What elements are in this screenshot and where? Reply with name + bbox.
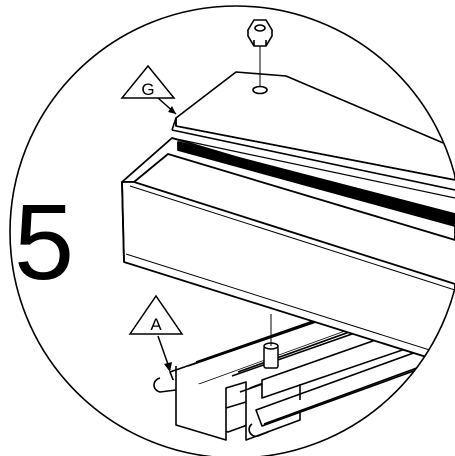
detail-view bbox=[121, 71, 455, 441]
square-beam bbox=[121, 137, 455, 367]
callout-a: A bbox=[128, 294, 184, 372]
bolt-icon bbox=[263, 314, 279, 369]
callout-letter-g: G bbox=[141, 80, 154, 99]
callout-letter-a: A bbox=[150, 315, 162, 334]
callout-triangle bbox=[120, 64, 176, 99]
step-number: 5 bbox=[14, 181, 75, 302]
arrowhead bbox=[168, 106, 176, 114]
top-plate bbox=[171, 71, 455, 191]
callout-g: G bbox=[120, 64, 177, 115]
hex-nut-icon bbox=[247, 19, 273, 86]
detail-circle bbox=[9, 5, 455, 456]
callout-triangle bbox=[128, 294, 184, 335]
arrowhead bbox=[164, 362, 172, 372]
